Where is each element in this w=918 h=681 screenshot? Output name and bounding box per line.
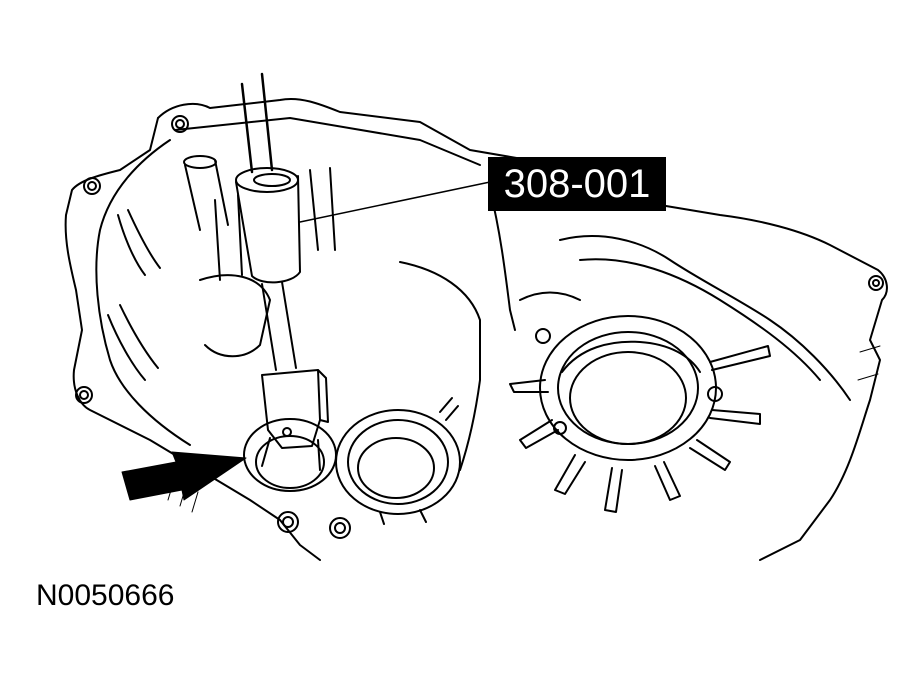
remover-jaws — [261, 437, 321, 471]
bolt-boss — [79, 390, 89, 400]
remover-head-side — [317, 369, 329, 423]
case-ridge — [559, 235, 851, 401]
bolt-boss — [75, 386, 93, 404]
seal-bore-inner — [255, 435, 325, 489]
case-web — [214, 194, 243, 281]
bore-ribs — [509, 345, 771, 513]
case-rib — [184, 159, 229, 231]
bolt-boss — [329, 517, 351, 539]
bolt-boss — [175, 119, 185, 129]
bolt-boss — [535, 328, 551, 344]
small-bore-inner — [357, 437, 435, 499]
bolt-boss — [334, 522, 346, 534]
bolt-boss — [282, 516, 294, 528]
slide-hammer-weight — [235, 175, 301, 284]
bearing-bore-ring — [557, 331, 699, 445]
case-web — [309, 167, 336, 251]
tool-number-label: 308-001 — [488, 157, 666, 211]
figure-id: N0050666 — [36, 579, 175, 612]
leader-line — [299, 181, 491, 223]
case-ridge — [579, 258, 821, 381]
housing-flange — [95, 139, 191, 446]
remover-pin — [282, 427, 292, 437]
tool-shaft — [240, 72, 274, 174]
case-slot — [107, 304, 159, 381]
bolt-boss — [277, 511, 299, 533]
slide-hammer-bore — [253, 173, 291, 187]
bolt-boss — [171, 115, 189, 133]
bolt-boss — [83, 177, 101, 195]
bolt-boss — [868, 275, 884, 291]
housing-outline — [157, 98, 888, 561]
bearing-bore-outer — [539, 315, 717, 461]
case-slot — [117, 209, 161, 276]
case-rib-top — [183, 155, 217, 169]
bolt-boss — [872, 279, 880, 287]
callout-arrow — [121, 451, 247, 501]
bearing-bore-lip — [561, 340, 701, 373]
bolt-boss — [87, 181, 97, 191]
seal-bore-outer — [243, 418, 337, 492]
small-bore-ribs — [379, 397, 459, 525]
housing-flange-top — [174, 117, 481, 166]
small-bore-mid — [347, 419, 449, 505]
case-ridge — [519, 291, 581, 301]
case-ridge — [489, 189, 516, 331]
case-web — [199, 274, 271, 358]
bearing-bore-inner — [569, 351, 687, 445]
tool-lower-shaft — [261, 281, 297, 371]
case-ridge — [399, 261, 481, 471]
hatch-lines — [167, 345, 881, 513]
slide-hammer-top — [235, 167, 299, 193]
